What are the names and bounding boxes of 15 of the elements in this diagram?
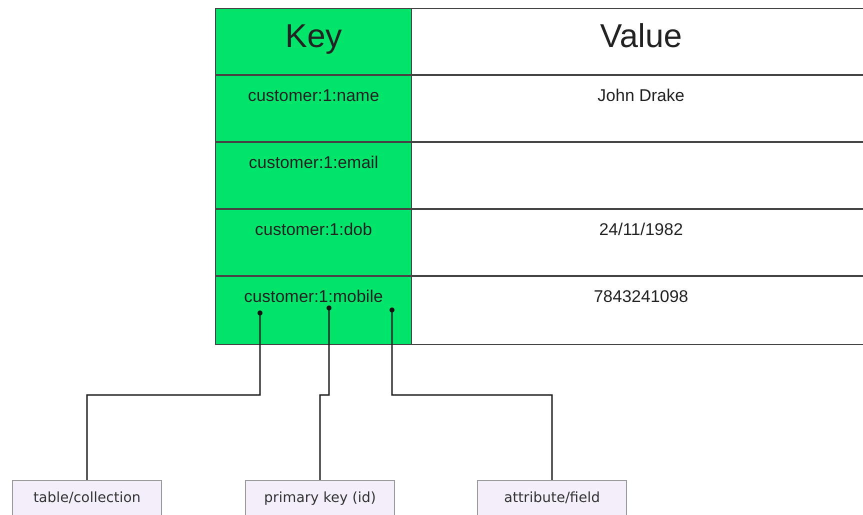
header-cell: Key <box>215 8 412 75</box>
leader-line <box>390 308 553 480</box>
label-box: primary key (id) <box>245 480 395 515</box>
label-box: attribute/field <box>477 480 627 515</box>
label-box: table/collection <box>12 480 162 515</box>
value-cell: 24/11/1982 <box>411 209 863 276</box>
header-cell: Value <box>411 8 863 75</box>
key-cell: customer:1:name <box>215 75 412 142</box>
value-cell: John Drake <box>411 75 863 142</box>
leader-line <box>319 306 332 480</box>
key-cell: customer:1:dob <box>215 209 412 276</box>
leader-line <box>86 310 262 480</box>
key-cell: customer:1:email <box>215 142 412 209</box>
key-cell: customer:1:mobile <box>215 276 412 345</box>
value-cell: 7843241098 <box>411 276 863 345</box>
